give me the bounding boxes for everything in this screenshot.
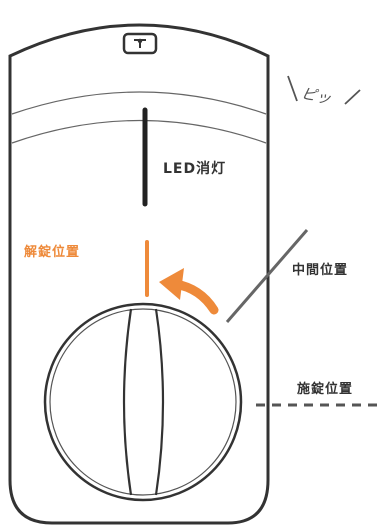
separator-line-upper <box>11 91 267 115</box>
middle-position-label: 中間位置 <box>292 263 349 278</box>
beep-mark-left <box>287 75 298 102</box>
beep-mark-right <box>344 89 361 105</box>
led-off-label: LED消灯 <box>163 161 227 177</box>
unlock-position-label: 解錠位置 <box>24 245 81 260</box>
middle-position-line <box>225 229 309 323</box>
separator-line-lower <box>11 119 267 144</box>
lock-position-label: 施錠位置 <box>297 382 354 397</box>
lock-icon <box>122 32 158 55</box>
thumb-turn-knob <box>43 302 243 502</box>
curved-arrow-icon <box>159 268 219 315</box>
